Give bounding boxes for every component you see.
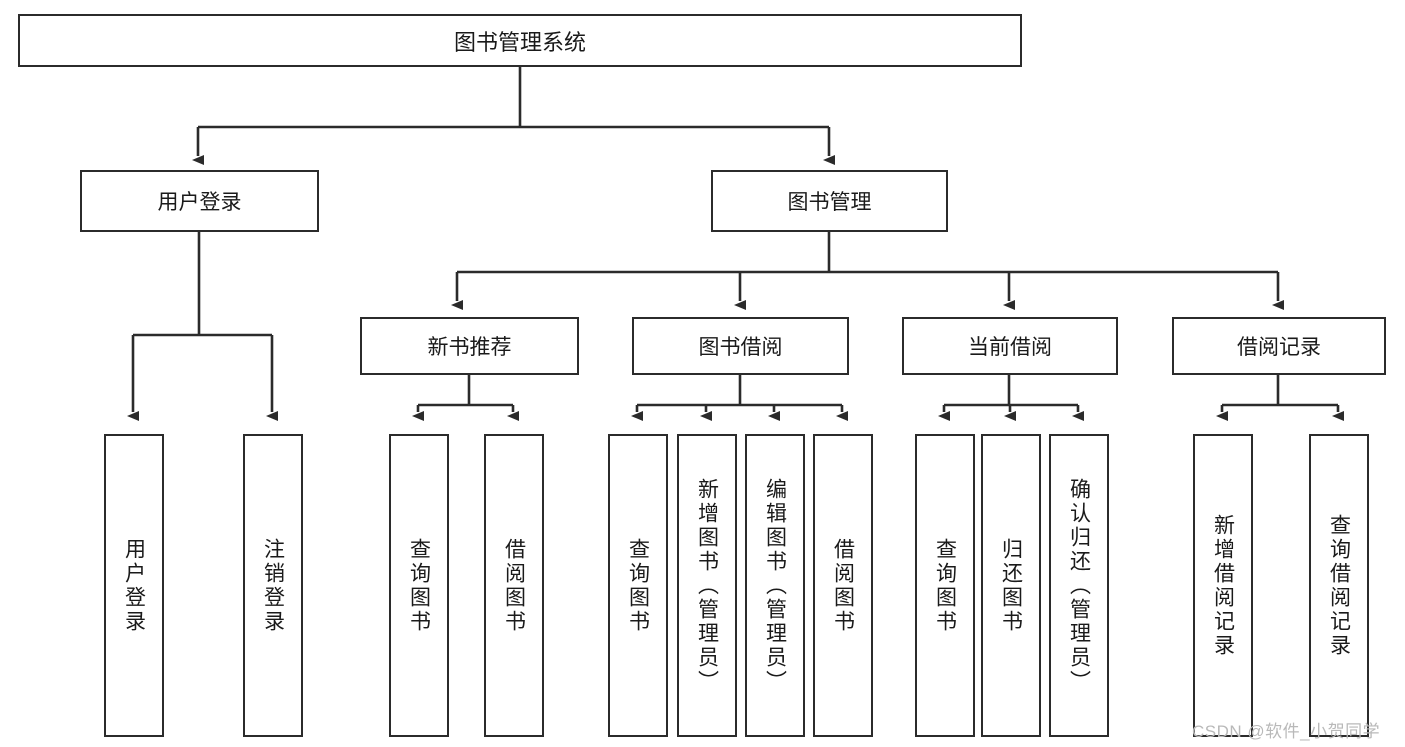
leaf-borrow-book-1[interactable]: 借阅图书 bbox=[484, 434, 544, 737]
leaf-add-record[interactable]: 新增借阅记录 bbox=[1193, 434, 1253, 737]
leaf-edit-book[interactable]: 编辑图书（管理员） bbox=[745, 434, 805, 737]
leaf-return-book-label: 归还图书 bbox=[999, 537, 1023, 634]
leaf-user-login-label: 用户登录 bbox=[122, 537, 146, 634]
leaf-query-book-3-label: 查询图书 bbox=[933, 537, 957, 634]
node-current-borrow-label: 当前借阅 bbox=[968, 336, 1052, 359]
leaf-query-record-label: 查询借阅记录 bbox=[1327, 513, 1351, 658]
watermark: CSDN @软件_小贺同学 bbox=[1192, 722, 1381, 741]
leaf-user-login[interactable]: 用户登录 bbox=[104, 434, 164, 737]
node-book-borrow-label: 图书借阅 bbox=[698, 336, 783, 359]
node-book-management[interactable]: 图书管理 bbox=[711, 170, 948, 232]
leaf-add-record-label: 新增借阅记录 bbox=[1211, 513, 1235, 658]
node-borrow-record-label: 借阅记录 bbox=[1237, 336, 1321, 359]
leaf-query-book-2[interactable]: 查询图书 bbox=[608, 434, 668, 737]
node-root[interactable]: 图书管理系统 bbox=[18, 14, 1022, 67]
node-borrow-record[interactable]: 借阅记录 bbox=[1172, 317, 1386, 375]
leaf-query-book-2-label: 查询图书 bbox=[626, 537, 650, 634]
node-user-login-label: 用户登录 bbox=[157, 191, 242, 214]
leaf-user-logout[interactable]: 注销登录 bbox=[243, 434, 303, 737]
node-new-book-recommend-label: 新书推荐 bbox=[427, 336, 512, 359]
leaf-query-book-1[interactable]: 查询图书 bbox=[389, 434, 449, 737]
leaf-edit-book-label: 编辑图书（管理员） bbox=[763, 477, 787, 694]
leaf-borrow-book-2-label: 借阅图书 bbox=[831, 537, 855, 634]
node-book-borrow[interactable]: 图书借阅 bbox=[632, 317, 849, 375]
node-root-label: 图书管理系统 bbox=[453, 29, 586, 55]
leaf-add-book[interactable]: 新增图书（管理员） bbox=[677, 434, 737, 737]
leaf-confirm-return[interactable]: 确认归还（管理员） bbox=[1049, 434, 1109, 737]
leaf-confirm-return-label: 确认归还（管理员） bbox=[1067, 477, 1091, 694]
leaf-query-record[interactable]: 查询借阅记录 bbox=[1309, 434, 1369, 737]
node-user-login[interactable]: 用户登录 bbox=[80, 170, 319, 232]
node-book-management-label: 图书管理 bbox=[787, 191, 872, 214]
leaf-user-logout-label: 注销登录 bbox=[261, 537, 285, 634]
leaf-borrow-book-2[interactable]: 借阅图书 bbox=[813, 434, 873, 737]
node-current-borrow[interactable]: 当前借阅 bbox=[902, 317, 1118, 375]
leaf-add-book-label: 新增图书（管理员） bbox=[695, 477, 719, 694]
leaf-query-book-3[interactable]: 查询图书 bbox=[915, 434, 975, 737]
leaf-borrow-book-1-label: 借阅图书 bbox=[502, 537, 526, 634]
leaf-query-book-1-label: 查询图书 bbox=[407, 537, 431, 634]
node-new-book-recommend[interactable]: 新书推荐 bbox=[360, 317, 579, 375]
leaf-return-book[interactable]: 归还图书 bbox=[981, 434, 1041, 737]
